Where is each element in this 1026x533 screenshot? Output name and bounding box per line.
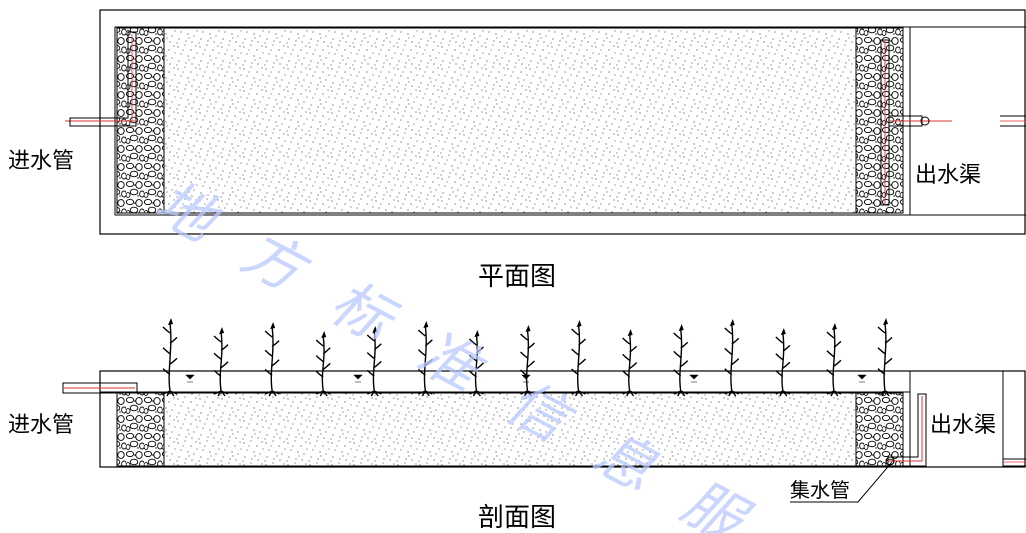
plant-bud-icon [576, 320, 582, 327]
plan-sand-bed [163, 27, 857, 214]
plant-icon [417, 325, 433, 397]
plant-bud-icon [729, 319, 735, 326]
plan-view: 进水管 出水渠 [8, 9, 1026, 235]
plant-bud-icon [219, 327, 225, 334]
plant-icon [673, 328, 689, 397]
plant-icon [264, 326, 280, 397]
section-outer-wall [99, 370, 1026, 468]
plant-bud-icon [423, 321, 429, 328]
plant-icon [162, 322, 178, 397]
section-collector-label: 集水管 [790, 478, 850, 502]
water-level-icon [857, 374, 867, 383]
plan-inlet-pipe [65, 31, 137, 127]
section-inlet-label: 进水管 [8, 413, 74, 438]
section-sand-bed [163, 392, 857, 467]
plant-bud-icon [474, 330, 480, 337]
plant-icon [724, 323, 740, 397]
plant-bud-icon [270, 322, 276, 329]
plan-title: 平面图 [478, 262, 556, 292]
plant-bud-icon [831, 323, 837, 330]
plant-icon [366, 330, 382, 397]
section-title: 剖面图 [478, 503, 556, 533]
plant-icon [213, 331, 229, 397]
plan-outer-wall [99, 9, 1026, 235]
plant-bud-icon [627, 329, 633, 336]
plants-row [162, 318, 893, 397]
water-level-icon [353, 374, 363, 383]
watermark-char: 服 [671, 467, 760, 533]
section-outlet-label: 出水渠 [930, 413, 996, 438]
watermark-char: 方 [231, 217, 319, 307]
plant-icon [571, 324, 587, 397]
water-level-marks [185, 374, 867, 383]
watermark-char: 标 [319, 267, 407, 357]
plant-bud-icon [321, 331, 327, 338]
plant-icon [315, 335, 331, 397]
plan-outlet-pipe [880, 39, 1026, 206]
plant-bud-icon [780, 328, 786, 335]
plan-inlet-label: 进水管 [8, 149, 74, 174]
plant-bud-icon [525, 325, 531, 332]
plant-icon [826, 327, 842, 397]
plant-icon [622, 333, 638, 397]
plant-icon [775, 332, 791, 397]
plant-bud-icon [168, 318, 173, 325]
plant-bud-icon [678, 324, 684, 331]
plant-bud-icon [372, 326, 378, 333]
plant-icon [520, 329, 535, 397]
water-level-icon [185, 374, 195, 383]
water-level-icon [689, 374, 699, 383]
collector-leader-line [790, 461, 893, 503]
section-view: 进水管 出水渠 集水管 [8, 318, 1026, 503]
water-level-icon [521, 374, 531, 383]
section-outlet-gravel [855, 392, 904, 467]
plant-icon [468, 334, 484, 397]
section-inlet-gravel [116, 392, 165, 467]
section-inlet-pipe [62, 382, 138, 394]
plant-icon [877, 322, 893, 397]
plant-bud-icon [883, 318, 888, 325]
plan-outlet-label: 出水渠 [915, 163, 981, 188]
